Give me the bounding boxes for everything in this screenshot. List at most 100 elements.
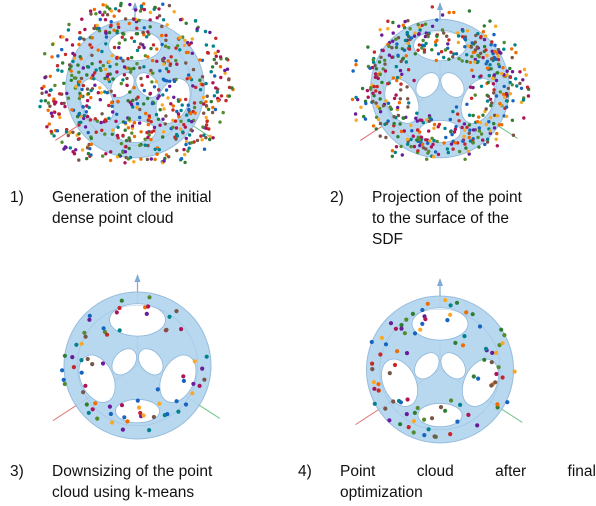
- cloud-point: [111, 110, 115, 114]
- cloud-point: [80, 148, 85, 152]
- cloud-point: [157, 7, 161, 11]
- cloud-point: [147, 428, 152, 433]
- cloud-point: [393, 326, 398, 331]
- cloud-point: [452, 52, 456, 56]
- cloud-point: [400, 72, 404, 77]
- cloud-point: [485, 59, 490, 64]
- cloud-point: [178, 48, 182, 52]
- cloud-point: [463, 157, 467, 161]
- cloud-point: [108, 411, 113, 417]
- cloud-point: [405, 137, 410, 141]
- cloud-point: [110, 104, 114, 108]
- cloud-point: [424, 41, 428, 46]
- cloud-point: [156, 88, 161, 92]
- cloud-point: [218, 55, 223, 59]
- cloud-point: [376, 76, 380, 81]
- cloud-point: [369, 87, 373, 91]
- cloud-point: [85, 104, 89, 108]
- cloud-point: [402, 48, 407, 52]
- cloud-point: [486, 94, 491, 99]
- cloud-point: [122, 65, 127, 69]
- cloud-point: [93, 71, 97, 75]
- cloud-point: [204, 43, 209, 47]
- cloud-point: [201, 125, 205, 129]
- cloud-point: [392, 121, 396, 126]
- cloud-point: [166, 96, 170, 100]
- cloud-point: [79, 120, 83, 125]
- cloud-point: [164, 327, 169, 332]
- cloud-point: [502, 84, 506, 89]
- cloud-point: [182, 122, 186, 127]
- point-cloud-figure-4: [355, 278, 523, 444]
- cloud-point: [465, 53, 469, 57]
- cloud-point: [164, 67, 169, 71]
- cloud-point: [493, 43, 497, 47]
- cloud-point: [200, 58, 205, 62]
- cloud-point: [406, 105, 410, 109]
- cloud-point: [457, 119, 461, 123]
- cloud-point: [431, 155, 436, 159]
- cloud-point: [81, 83, 86, 88]
- cloud-point: [425, 118, 429, 122]
- cloud-point: [180, 103, 184, 107]
- cloud-point: [461, 29, 465, 33]
- cloud-point: [146, 304, 151, 309]
- cloud-point: [202, 102, 206, 106]
- cloud-point: [483, 34, 488, 38]
- cloud-point: [390, 149, 395, 153]
- cloud-point: [456, 40, 461, 45]
- cloud-point: [395, 42, 399, 46]
- sphere-hole: [384, 78, 420, 124]
- cloud-point: [103, 118, 107, 122]
- sphere-hole: [113, 119, 157, 143]
- cloud-point: [371, 58, 375, 62]
- cloud-point: [156, 96, 160, 100]
- cloud-point: [406, 34, 411, 39]
- cloud-point: [462, 334, 467, 339]
- cloud-point: [123, 17, 128, 21]
- cloud-point: [155, 59, 159, 63]
- cloud-point: [219, 94, 224, 98]
- cloud-point: [50, 114, 54, 118]
- cloud-point: [493, 49, 497, 54]
- cloud-point: [174, 309, 179, 314]
- cloud-point: [181, 130, 185, 134]
- cloud-point: [371, 124, 376, 128]
- cloud-point: [508, 75, 513, 80]
- cloud-point: [117, 9, 121, 13]
- cloud-point: [130, 36, 134, 40]
- cloud-point: [467, 123, 472, 127]
- cloud-point: [160, 42, 164, 47]
- cloud-point: [168, 84, 172, 89]
- cloud-point: [120, 35, 125, 39]
- cloud-point: [82, 113, 86, 118]
- cloud-point: [370, 361, 375, 366]
- cloud-point: [211, 136, 215, 140]
- cloud-point: [191, 381, 196, 386]
- cloud-point: [454, 105, 459, 109]
- caption-line: cloud using k-means: [52, 484, 195, 501]
- cloud-point: [190, 120, 194, 124]
- cloud-point: [61, 377, 66, 382]
- cloud-point: [453, 141, 457, 145]
- cloud-point: [182, 43, 187, 47]
- cloud-point: [92, 26, 96, 31]
- cloud-point: [424, 147, 428, 151]
- cloud-point: [179, 108, 183, 113]
- cloud-point: [400, 153, 404, 157]
- cloud-point: [104, 31, 108, 35]
- cloud-point: [378, 110, 383, 114]
- cloud-point: [167, 3, 172, 8]
- cloud-point: [68, 146, 72, 150]
- cloud-point: [409, 144, 413, 149]
- cloud-point: [406, 19, 410, 23]
- cloud-point: [163, 44, 168, 48]
- cloud-point: [198, 58, 202, 62]
- cloud-point: [460, 343, 466, 348]
- cloud-point: [494, 137, 498, 141]
- cloud-point: [387, 53, 392, 57]
- cloud-point: [212, 57, 216, 62]
- cloud-point: [110, 420, 115, 425]
- cloud-point: [420, 118, 424, 123]
- cloud-point: [192, 140, 196, 144]
